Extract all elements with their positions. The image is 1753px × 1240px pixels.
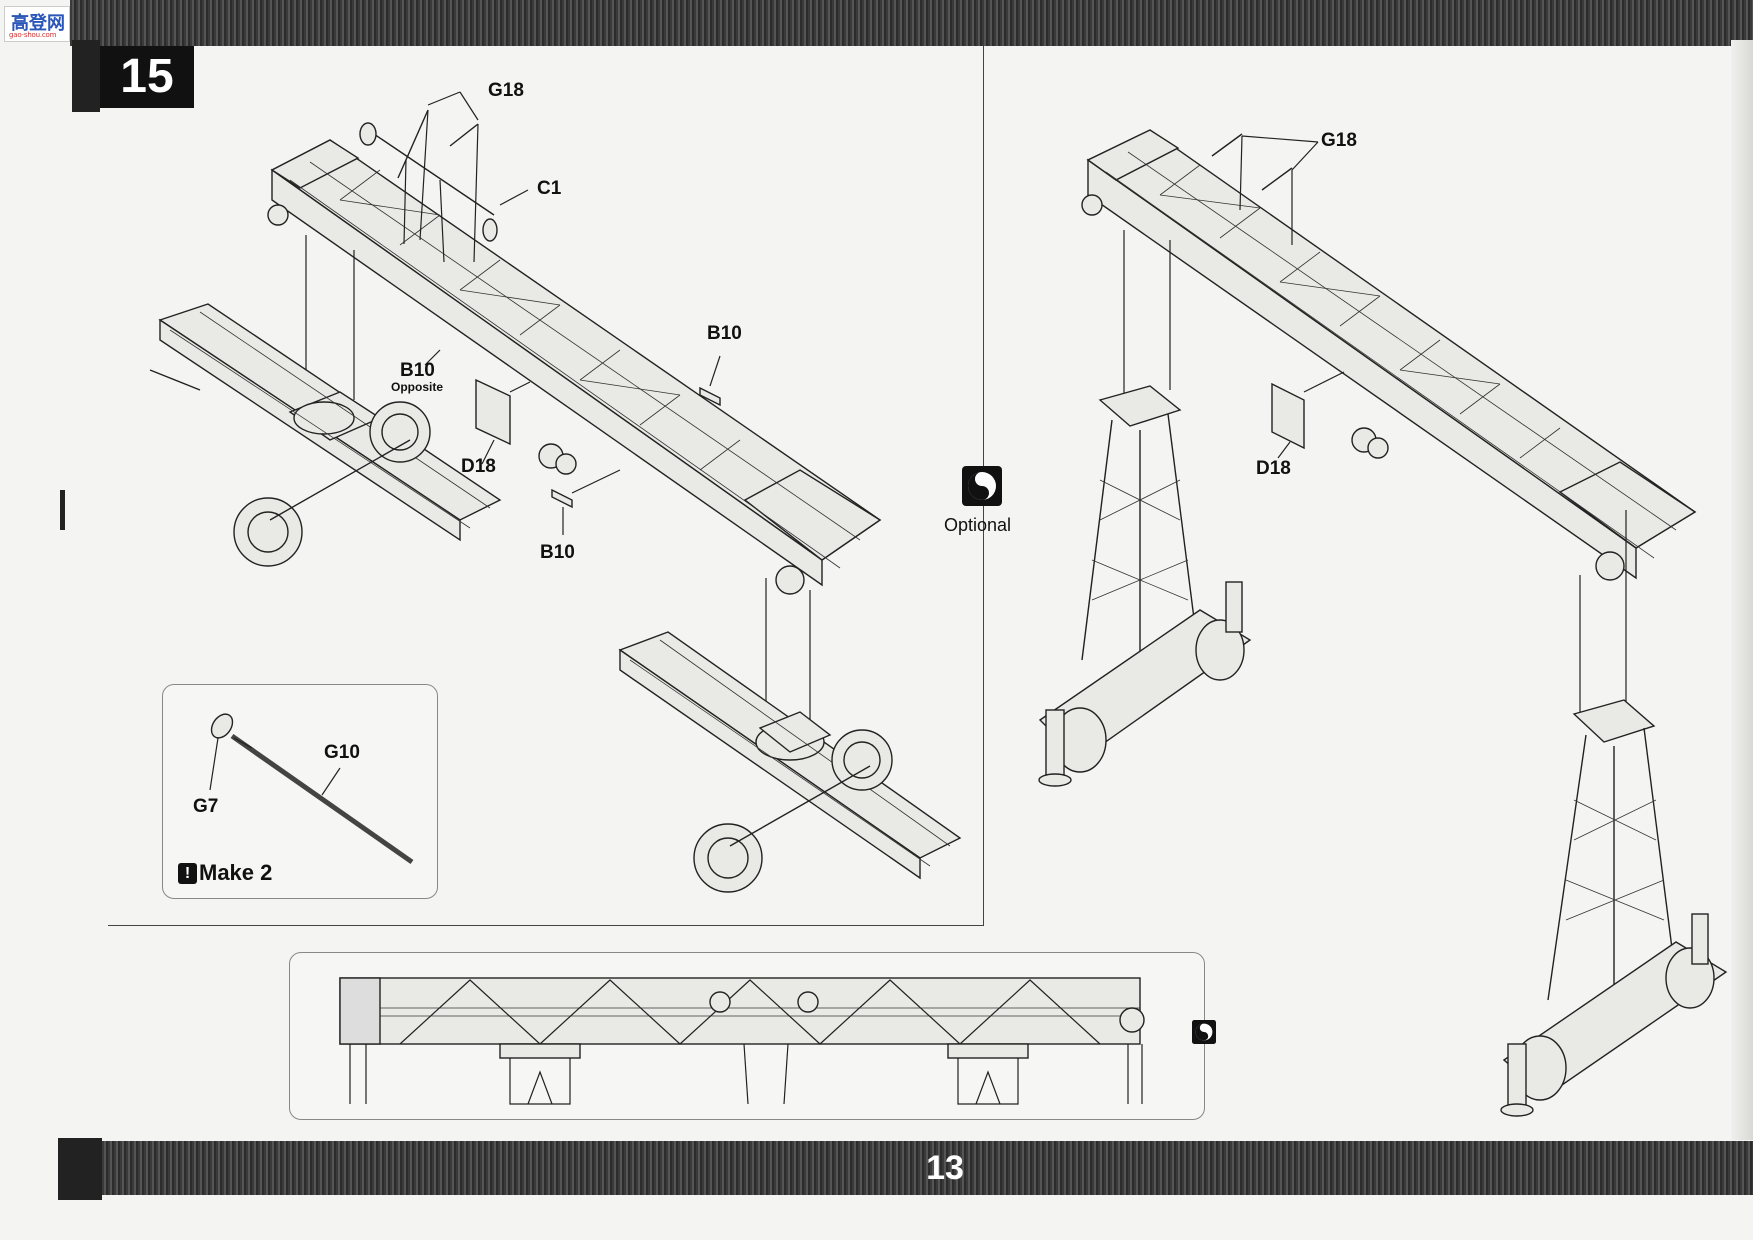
- logo-url: gao-shou.com: [9, 31, 57, 39]
- label-g10: G10: [324, 742, 360, 763]
- label-g7: G7: [193, 796, 219, 817]
- bottom-band: [60, 1141, 1753, 1195]
- bottom-edge: [58, 1138, 102, 1200]
- label-d18-left: D18: [461, 456, 496, 477]
- make-label: Make 2: [199, 860, 273, 885]
- label-c1: C1: [537, 178, 562, 199]
- label-g18-left: G18: [488, 80, 524, 101]
- trailer-left: [149, 303, 502, 567]
- label-d18-right: D18: [1256, 458, 1291, 479]
- page-edge: [1731, 40, 1753, 1140]
- panel-divider-horizontal: [108, 925, 984, 926]
- yin-yang-icon: [962, 466, 1002, 506]
- label-b10-bottom: B10: [540, 542, 575, 563]
- detail-inset: [162, 684, 438, 899]
- optional-side-icon: [1192, 1020, 1216, 1044]
- label-b10-left: B10: [400, 360, 435, 381]
- top-band: [70, 0, 1753, 46]
- exclamation-icon: !: [178, 862, 197, 884]
- trailer-right: [618, 631, 962, 893]
- boom-left: [267, 139, 882, 595]
- label-b10-top: B10: [707, 323, 742, 344]
- label-g18-right: G18: [1321, 130, 1357, 151]
- optional-label: Optional: [944, 515, 1012, 535]
- make-quantity: ! Make 2: [178, 860, 272, 886]
- logo-text: 高登网: [11, 13, 65, 34]
- step-number: 15: [100, 46, 194, 108]
- binding-mark: [60, 490, 65, 530]
- step-edge: [72, 40, 100, 112]
- tower-lower: [1500, 699, 1728, 1117]
- site-logo: 高登网 gao-shou.com: [4, 6, 70, 42]
- label-b10-opposite: Opposite: [391, 380, 444, 394]
- boom-right: [1081, 129, 1697, 581]
- page-number: 13: [926, 1149, 964, 1187]
- tower-upper: [1038, 385, 1252, 787]
